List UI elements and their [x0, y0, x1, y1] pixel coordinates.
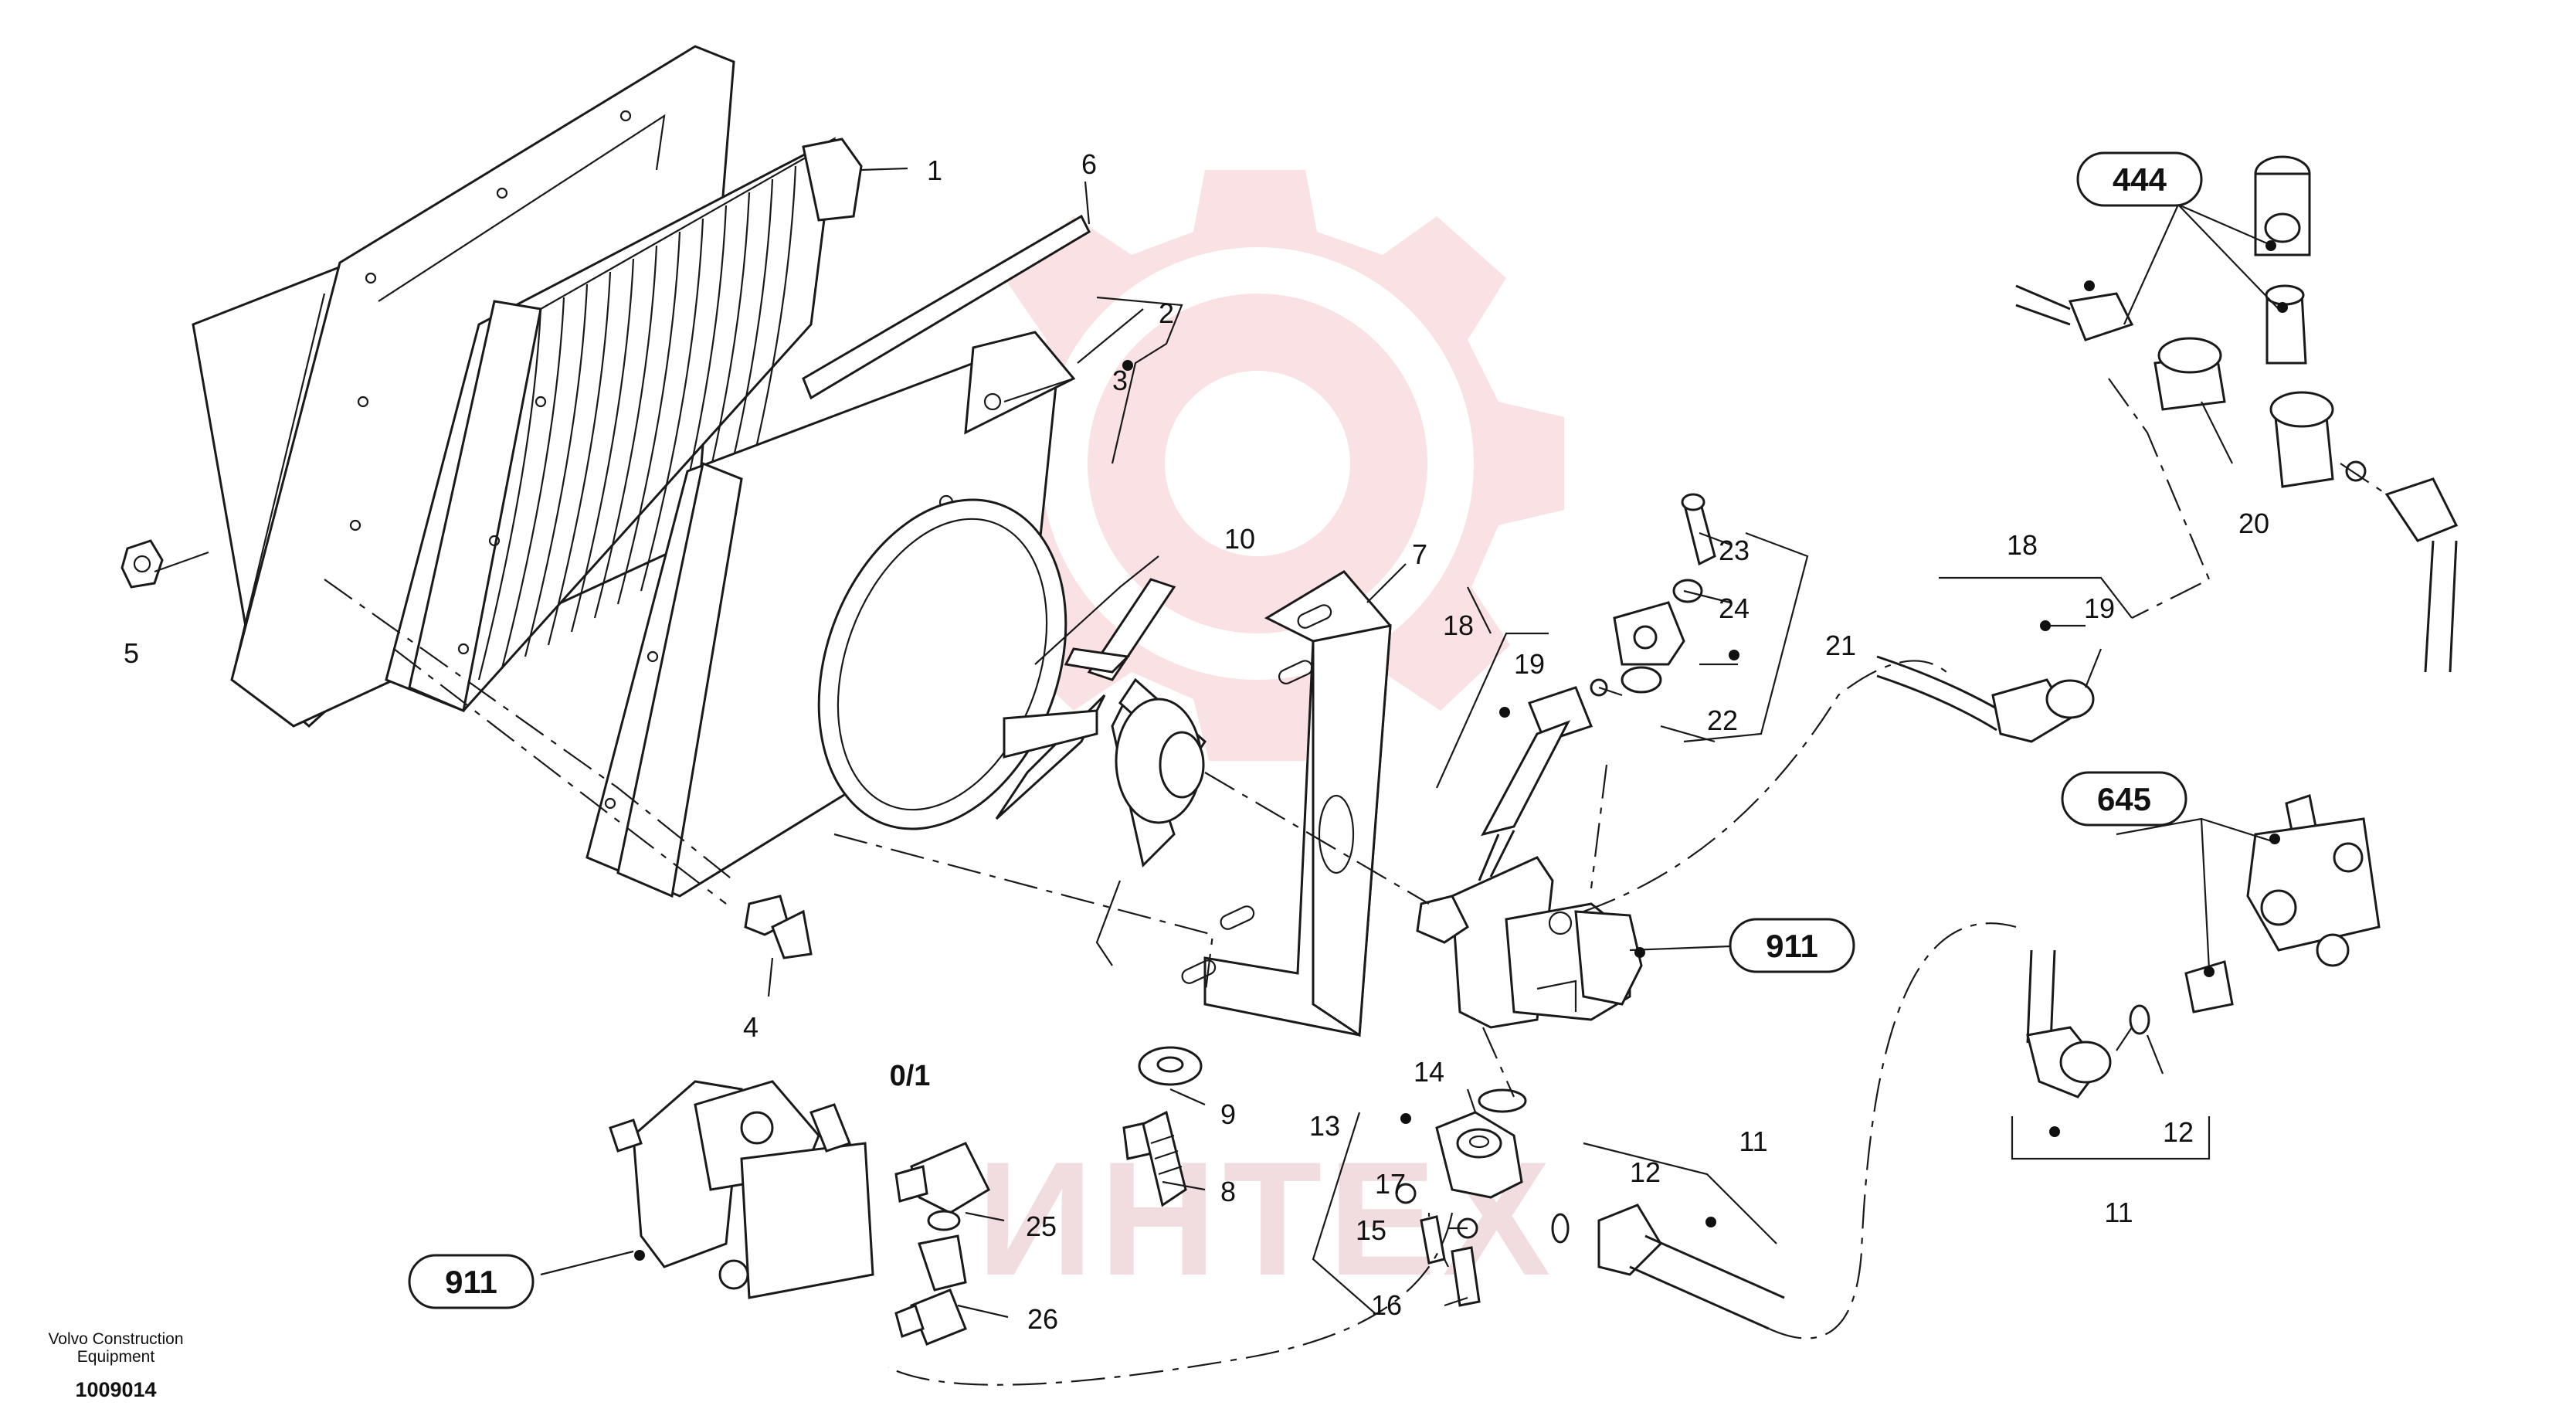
bolt-part-4[interactable]: [744, 895, 813, 959]
ref-box-911-center[interactable]: 911: [1729, 918, 1855, 973]
variant-label: 0/1: [890, 1060, 931, 1092]
bolt-part-8[interactable]: [1122, 1110, 1187, 1207]
callout-dots: [634, 240, 2288, 1261]
callout-23: 23: [1719, 535, 1750, 566]
callout-12-center: 12: [1630, 1156, 1661, 1188]
ref-box-645[interactable]: 645: [2061, 771, 2187, 827]
hydraulic-motor[interactable]: [1416, 856, 1643, 1029]
callout-14: 14: [1414, 1056, 1444, 1088]
hose-assembly-18[interactable]: [1876, 655, 2095, 743]
callout-13: 13: [1309, 1110, 1340, 1142]
footer-block: Volvo Construction Equipment 1009014: [48, 1330, 183, 1401]
callout-24: 24: [1719, 592, 1750, 624]
callout-7: 7: [1412, 538, 1427, 570]
callout-20: 20: [2238, 508, 2269, 539]
footer-maker-line2: Equipment: [77, 1348, 155, 1366]
callout-11-right: 11: [2104, 1197, 2133, 1228]
adapter-part-21[interactable]: [1613, 493, 1716, 694]
elbow-fitting-26[interactable]: [894, 1234, 967, 1346]
ref-box-911-left-label: 911: [445, 1264, 497, 1300]
callout-1: 1: [927, 154, 942, 186]
callout-26: 26: [1027, 1303, 1058, 1335]
callout-12-right: 12: [2163, 1116, 2194, 1148]
callout-18-center: 18: [1443, 609, 1474, 641]
grouping-brackets: [1095, 296, 2211, 1314]
callout-8: 8: [1220, 1176, 1236, 1207]
callout-18-right: 18: [2007, 529, 2038, 561]
callout-3: 3: [1112, 365, 1128, 396]
ref-box-911-center-label: 911: [1766, 928, 1818, 964]
hose-fitting-19-left[interactable]: [1478, 678, 1608, 881]
watermark-gear-logo: [950, 170, 1564, 761]
callout-2: 2: [1159, 297, 1174, 329]
fan-bracket[interactable]: [1180, 570, 1392, 1037]
ref-box-645-label: 645: [2097, 781, 2151, 817]
hose-assembly-11-right[interactable]: [2026, 949, 2112, 1098]
fan-blades[interactable]: [995, 578, 1207, 867]
nut-part-5[interactable]: [120, 539, 164, 589]
ref-box-911-left[interactable]: 911: [408, 1254, 535, 1309]
fan-shroud[interactable]: [585, 331, 1076, 898]
callout-5: 5: [124, 637, 139, 669]
callout-16: 16: [1371, 1289, 1402, 1321]
callout-19-center: 19: [1514, 648, 1545, 680]
callout-4: 4: [743, 1011, 759, 1043]
tee-fitting-444-group[interactable]: [2015, 155, 2459, 673]
valve-block-645[interactable]: [2129, 794, 2381, 1035]
footer-drawing-number: 1009014: [75, 1378, 156, 1401]
watermark-ring: [1041, 247, 1474, 680]
callout-25: 25: [1026, 1210, 1057, 1242]
hydraulic-motor-variant[interactable]: [609, 1080, 874, 1299]
ref-box-444[interactable]: 444: [2076, 151, 2203, 207]
callout-6: 6: [1081, 148, 1097, 180]
elbow-fitting-25[interactable]: [894, 1142, 990, 1231]
footer-maker: Volvo Construction: [48, 1330, 183, 1348]
ref-box-444-label: 444: [2113, 161, 2167, 198]
callout-15: 15: [1356, 1214, 1386, 1246]
callout-11-center: 11: [1739, 1126, 1767, 1157]
callout-labels: 1 6 2 3 10 7 5 4 9 8 18 19 23 24 21 22 1…: [124, 148, 2269, 1335]
callout-17: 17: [1375, 1168, 1406, 1200]
callout-19-right: 19: [2084, 592, 2115, 624]
callout-10: 10: [1224, 523, 1255, 555]
hose-assembly-11-center[interactable]: [1597, 1204, 1785, 1330]
washer-part-9[interactable]: [1138, 1046, 1203, 1086]
elbow-adapter-13[interactable]: [1395, 1088, 1570, 1307]
watermark-core: [1165, 371, 1350, 556]
gasket-strip[interactable]: [802, 214, 1091, 400]
dashed-routes: [324, 378, 2388, 1386]
callout-22: 22: [1707, 704, 1738, 736]
callout-21: 21: [1825, 630, 1856, 661]
callout-9: 9: [1220, 1098, 1236, 1130]
